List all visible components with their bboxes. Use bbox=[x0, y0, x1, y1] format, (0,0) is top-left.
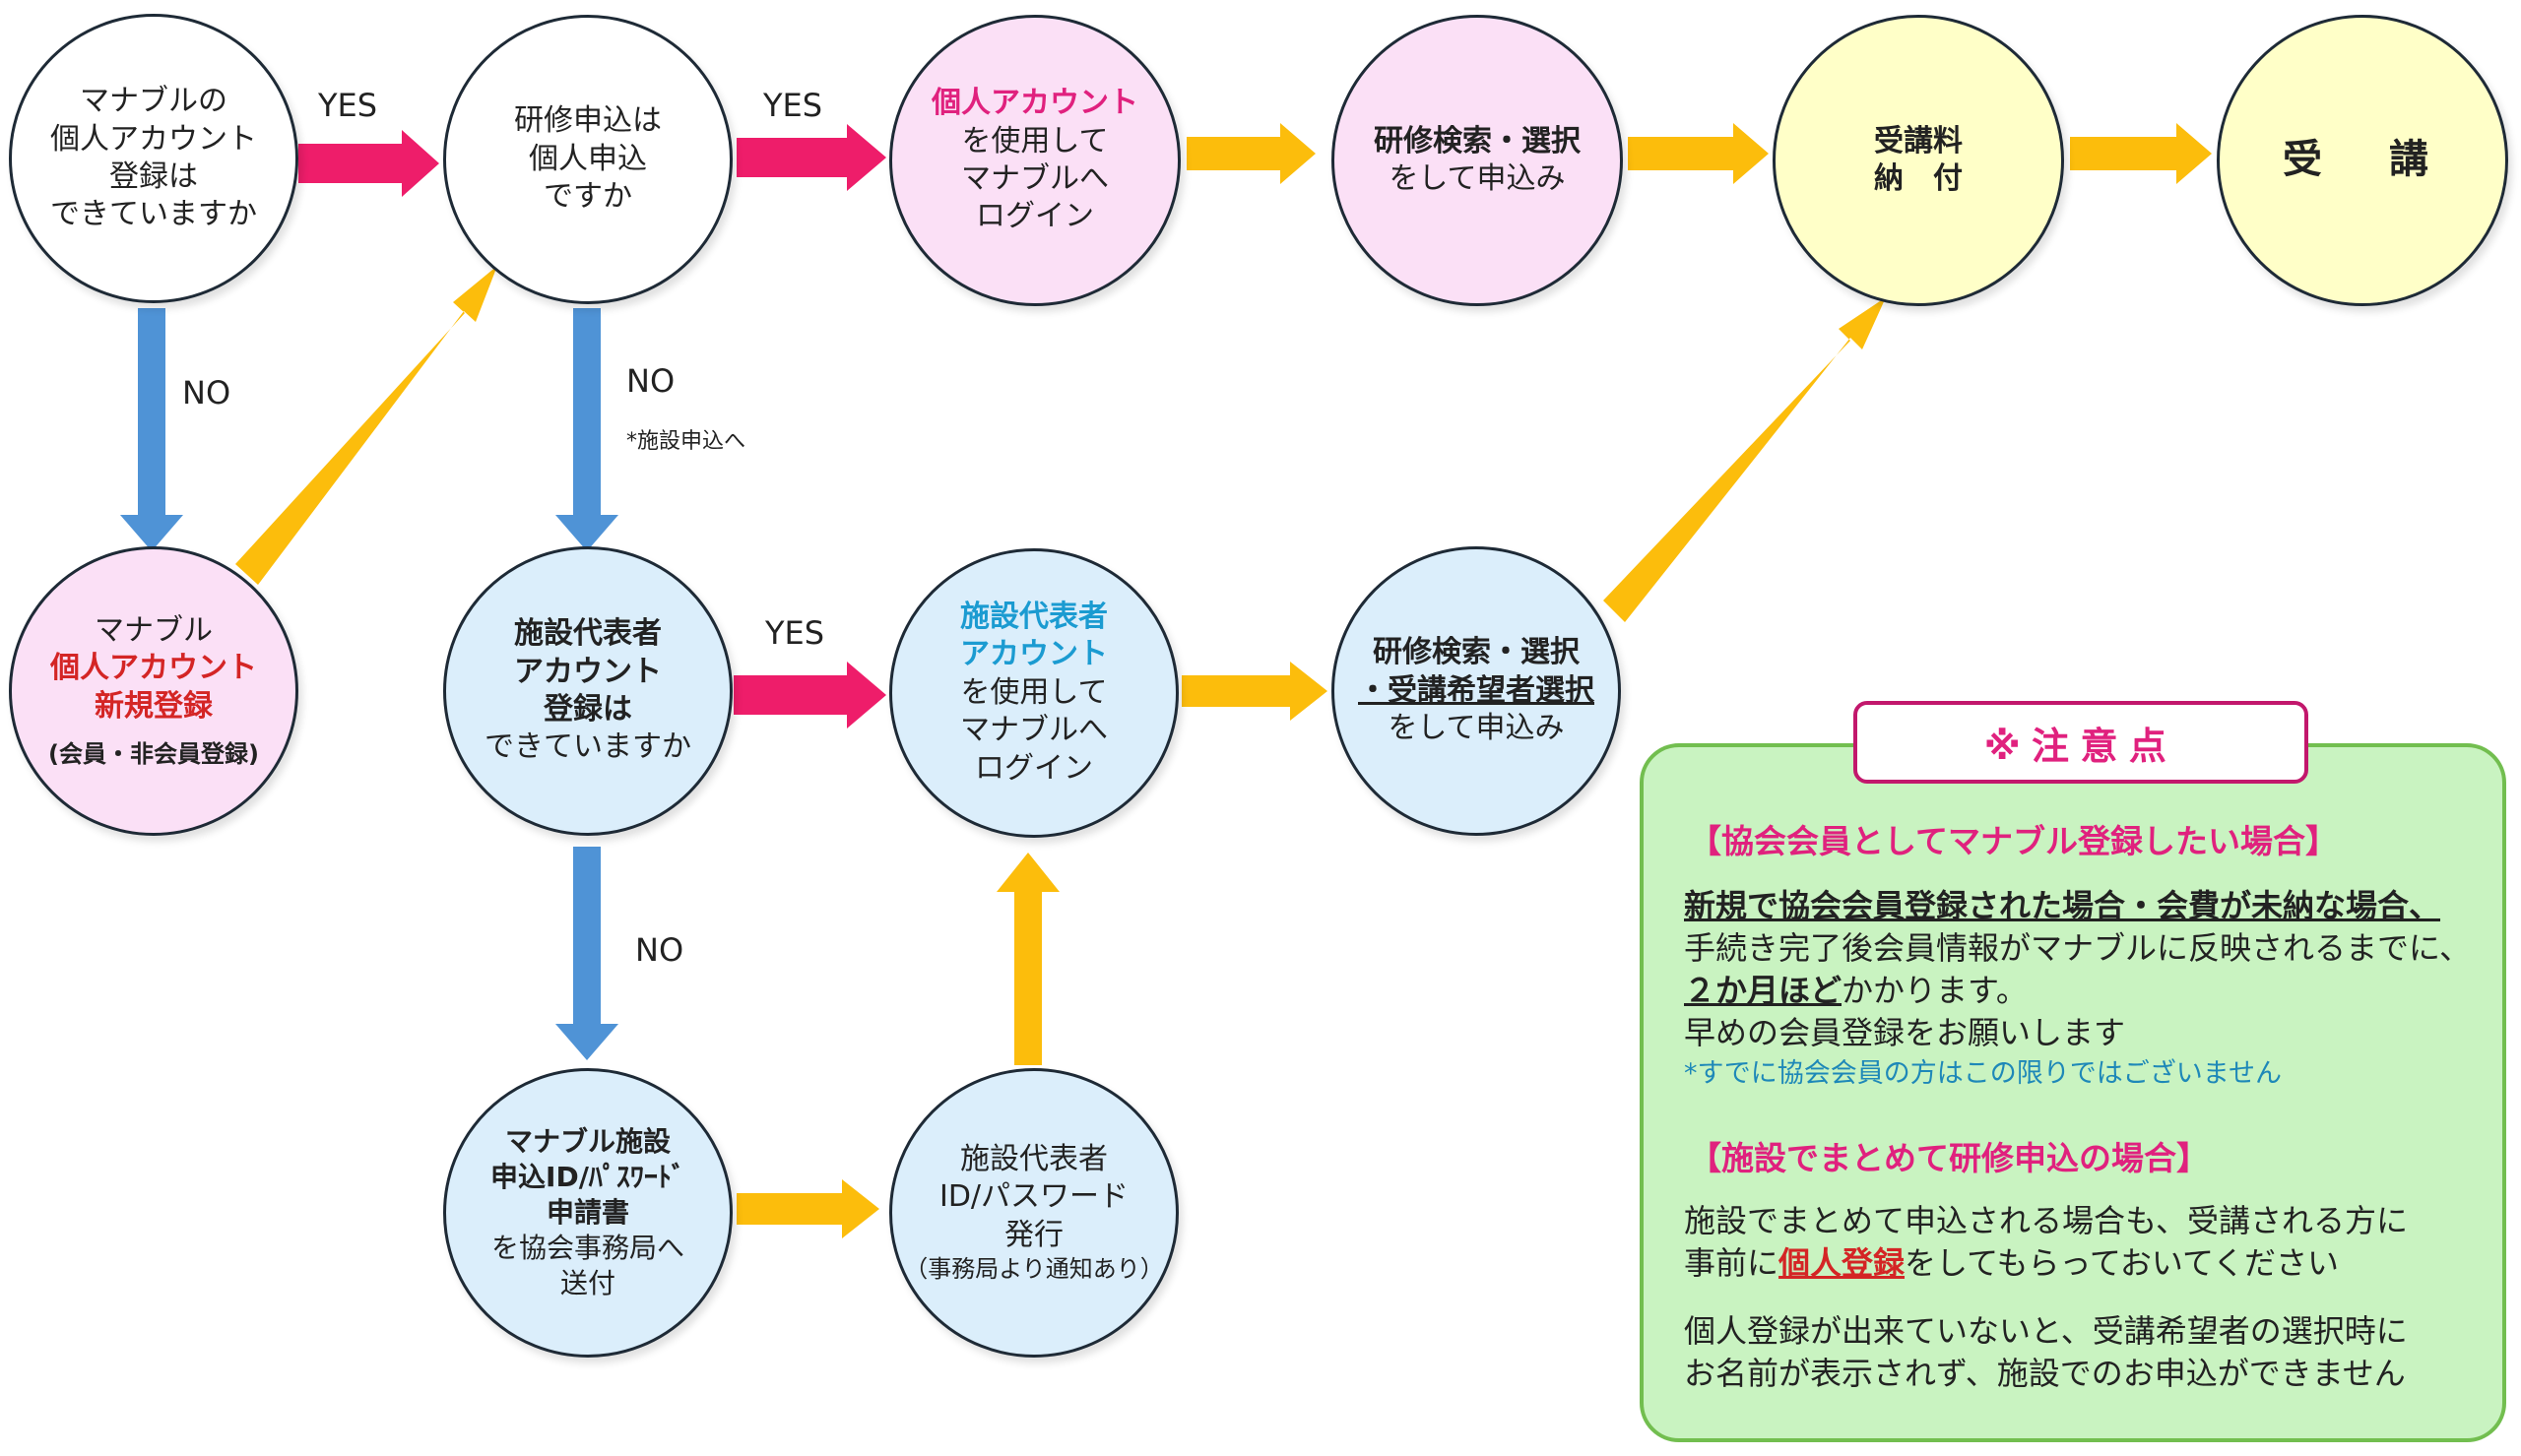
arrow-no-account-to-register bbox=[120, 308, 183, 551]
node-search-apply: 研修検索・選択 をして申込み bbox=[1331, 15, 1623, 306]
note-line: 事前に個人登録をしてもらっておいてください bbox=[1684, 1244, 2339, 1282]
notes-panel bbox=[1640, 743, 2506, 1442]
arrow-yes-individual-to-login bbox=[737, 124, 886, 191]
label-yes-3: YES bbox=[765, 614, 825, 652]
arrow-form-to-issue bbox=[737, 1179, 879, 1238]
node-facility-search-apply: 研修検索・選択 ・受講希望者選択 をして申込み bbox=[1331, 546, 1621, 836]
arrow-facility-search-to-pay bbox=[1603, 297, 1886, 622]
label-yes-1: YES bbox=[318, 87, 378, 124]
node-account-question: マナブルの 個人アカウント 登録は できていますか bbox=[9, 14, 298, 303]
node-facility-id-issue: 施設代表者 ID/パスワード 発行 （事務局より通知あり） bbox=[889, 1068, 1179, 1358]
node-facility-id-form: マナブル施設 申込ID/ﾊﾟｽﾜｰﾄﾞ 申請書 を協会事務局へ 送付 bbox=[443, 1068, 733, 1358]
note-emphasis: ２か月ほど bbox=[1684, 972, 1842, 1009]
arrow-pay-to-attend bbox=[2070, 123, 2212, 184]
note-line: お名前が表示されず、施設でのお申込ができません bbox=[1684, 1355, 2406, 1392]
label-no-1: NO bbox=[182, 374, 231, 411]
note-line: 施設でまとめて申込される場合も、受講される方に bbox=[1684, 1202, 2409, 1239]
arrow-search-to-pay bbox=[1628, 123, 1769, 184]
arrow-register-to-individual bbox=[235, 266, 497, 585]
node-new-registration: マナブル 個人アカウント 新規登録 (会員・非会員登録) bbox=[9, 546, 298, 836]
note-heading-facility: 【施設でまとめて研修申込の場合】 bbox=[1689, 1139, 2209, 1177]
arrow-yes-account-to-individual bbox=[298, 130, 439, 197]
note-line: ２か月ほどかかります。 bbox=[1684, 972, 2028, 1009]
node-facility-login: 施設代表者 アカウント を使用して マナブルへ ログイン bbox=[889, 548, 1179, 838]
label-no-2: NO bbox=[626, 362, 676, 400]
note-line: 新規で協会会員登録された場合・会費が未納な場合、 bbox=[1684, 887, 2441, 924]
arrow-yes-facility-to-login bbox=[734, 662, 886, 728]
note-line-small: *すでに協会会員の方はこの限りではございません bbox=[1684, 1058, 2282, 1089]
arrow-login-to-search bbox=[1187, 123, 1316, 184]
label-no-3: NO bbox=[635, 931, 684, 969]
note-line: 早めの会員登録をお願いします bbox=[1684, 1014, 2126, 1051]
arrow-facility-login-to-search bbox=[1182, 662, 1327, 721]
node-facility-account-question: 施設代表者 アカウント 登録は できていますか bbox=[443, 546, 733, 836]
note-line: 手続き完了後会員情報がマナブルに反映されるまでに、 bbox=[1684, 929, 2472, 967]
node-personal-login: 個人アカウント を使用して マナブルへ ログイン bbox=[889, 15, 1181, 306]
label-yes-2: YES bbox=[763, 87, 823, 124]
arrow-no-individual-to-facility bbox=[555, 308, 618, 551]
arrow-no-facility-to-form bbox=[555, 847, 618, 1060]
node-individual-question: 研修申込は 個人申込 ですか bbox=[443, 15, 733, 304]
arrow-issue-to-facility-login bbox=[997, 853, 1060, 1065]
note-line: 個人登録が出来ていないと、受講希望者の選択時に bbox=[1684, 1312, 2408, 1350]
note-heading-member: 【協会会員としてマナブル登録したい場合】 bbox=[1689, 822, 2339, 860]
note-emphasis: 個人登録 bbox=[1778, 1244, 1906, 1282]
notes-title: ※注意点 bbox=[1853, 701, 2308, 784]
node-pay-fee: 受講料 納 付 bbox=[1773, 15, 2064, 306]
label-no-2-note: *施設申込へ bbox=[626, 429, 746, 454]
node-attend: 受 講 bbox=[2217, 15, 2508, 306]
